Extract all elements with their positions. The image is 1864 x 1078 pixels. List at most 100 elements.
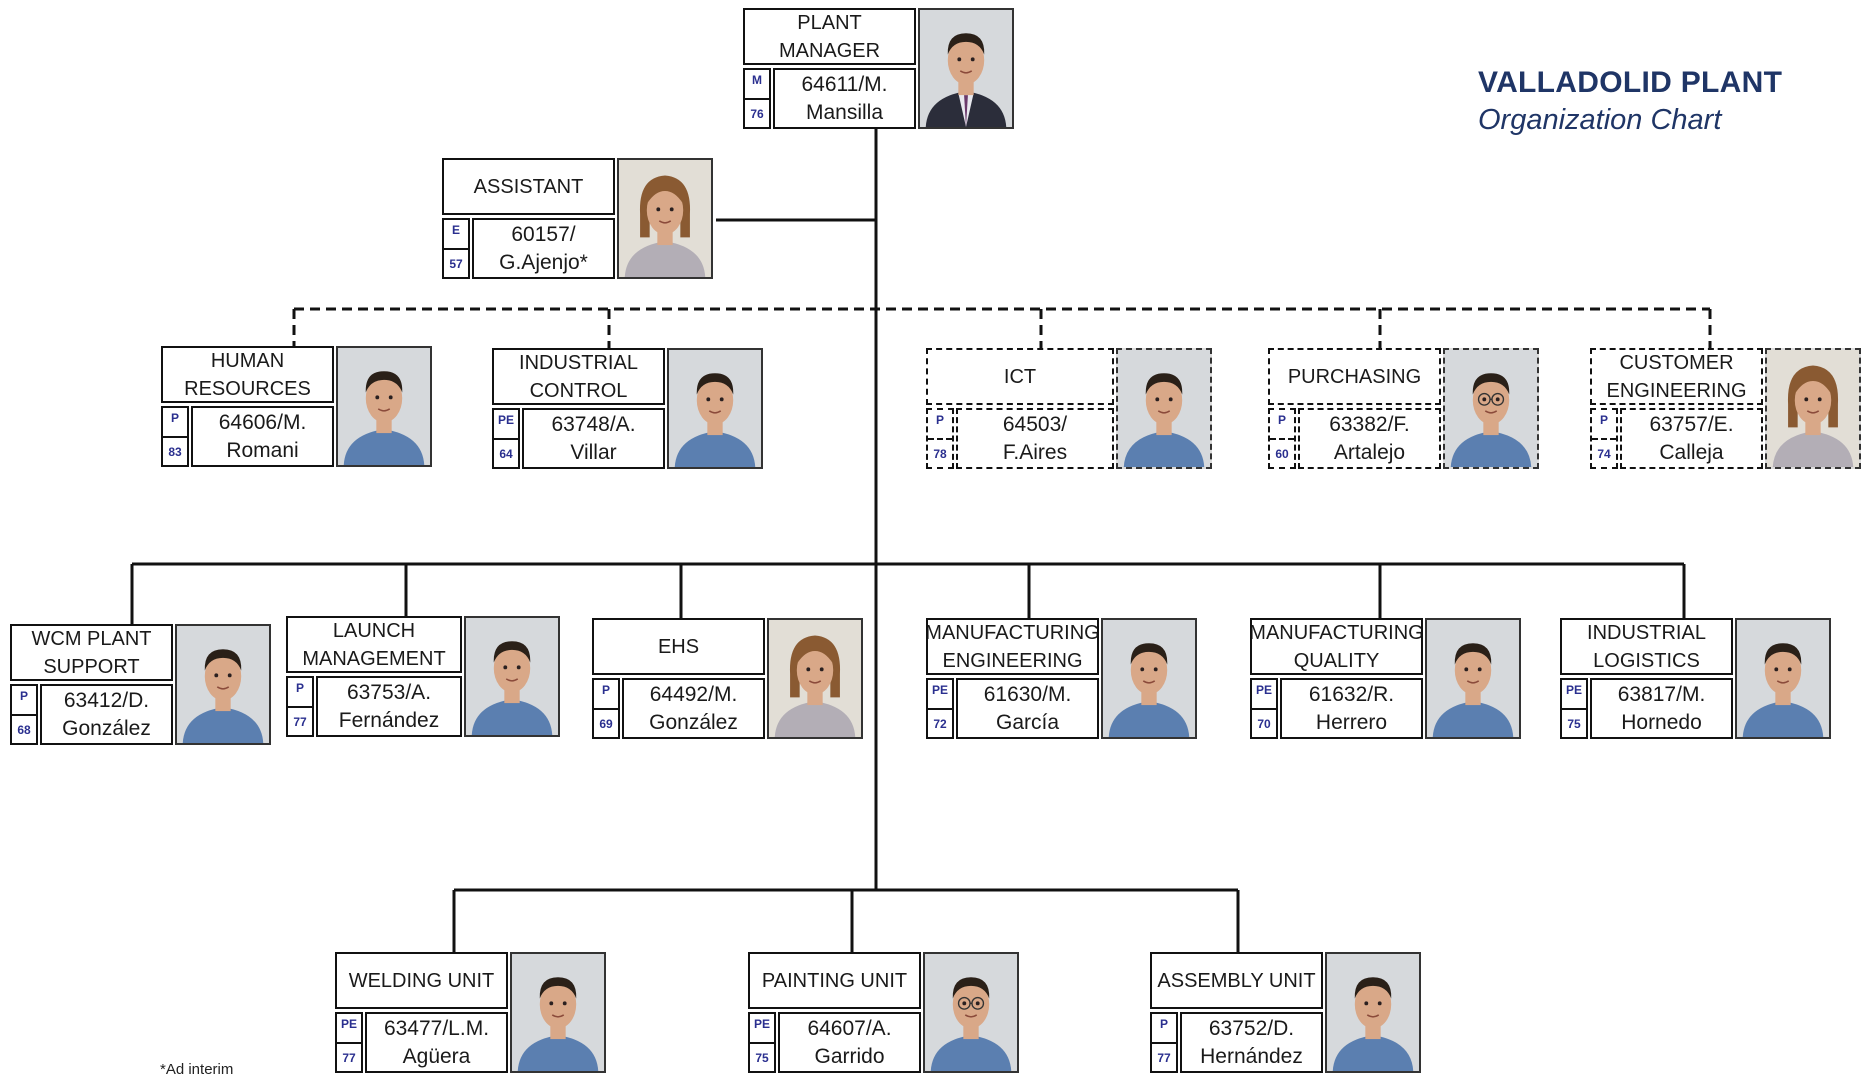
employee-name: Villar [570, 440, 617, 464]
level-code: PE [1255, 683, 1272, 697]
employee-photo [1765, 348, 1861, 469]
age-code: 77 [1152, 1042, 1176, 1071]
employee-number: 63817/M. [1617, 682, 1706, 706]
employee-id: 64503/F.Aires [956, 408, 1114, 469]
age-code: 75 [750, 1042, 774, 1071]
employee-name: Agüera [402, 1044, 471, 1068]
employee-number: 64607/A. [807, 1016, 892, 1040]
employee-id: 63817/M.Hornedo [1590, 678, 1733, 739]
employee-id: 63412/D.González [40, 684, 173, 745]
grade-badge: M 76 [743, 68, 771, 129]
employee-id: 63477/L.M.Agüera [365, 1012, 508, 1073]
node-title: ASSEMBLY UNIT [1150, 952, 1323, 1009]
employee-id: 63748/A. Villar [522, 408, 665, 469]
employee-number: 63382/F. [1329, 412, 1410, 436]
employee-photo [336, 346, 432, 467]
age-code: 57 [444, 248, 468, 277]
level-code: E [451, 223, 460, 237]
footnote: *Ad interim [160, 1061, 234, 1078]
employee-id: 63382/F.Artalejo [1298, 408, 1441, 469]
age-code: 77 [337, 1042, 361, 1071]
age-code: 83 [163, 436, 187, 465]
employee-photo [1443, 348, 1539, 469]
employee-photo [767, 618, 863, 739]
employee-name: Romani [226, 438, 299, 462]
grade-badge: P 68 [10, 684, 38, 745]
node-title: ICT [926, 348, 1114, 405]
level-code: P [601, 683, 610, 697]
age-code: 77 [288, 706, 312, 735]
employee-id: 63757/E.Calleja [1620, 408, 1763, 469]
employee-number: 61630/M. [983, 682, 1072, 706]
age-code: 78 [928, 438, 952, 467]
employee-number: 61632/R. [1308, 682, 1395, 706]
employee-id: 63753/A. Fernández [316, 676, 462, 737]
node-title: INDUSTRIAL LOGISTICS [1560, 618, 1733, 675]
level-code: PE [1565, 683, 1582, 697]
employee-number: 63752/D. [1208, 1016, 1295, 1040]
level-code: M [752, 73, 762, 87]
node-title: WELDING UNIT [335, 952, 508, 1009]
employee-number: 64606/M. [218, 410, 307, 434]
employee-number: 63412/D. [63, 688, 150, 712]
node-title: PLANT MANAGER [743, 8, 916, 65]
employee-name: Garrido [814, 1044, 885, 1068]
age-code: 64 [494, 438, 518, 467]
node-title: HUMAN RESOURCES [161, 346, 334, 403]
org-node-human-resources: HUMAN RESOURCES P 83 64606/M. Romani [161, 346, 432, 467]
level-code: PE [753, 1017, 770, 1031]
node-title: MANUFACTURING QUALITY [1250, 618, 1423, 675]
employee-name: González [649, 710, 738, 734]
employee-number: 63748/A. [551, 412, 636, 436]
age-code: 68 [12, 714, 36, 743]
age-code: 75 [1562, 708, 1586, 737]
level-code: P [19, 689, 28, 703]
employee-name: Mansilla [805, 100, 884, 124]
grade-badge: PE 77 [335, 1012, 363, 1073]
level-code: P [295, 681, 304, 695]
employee-id: 64606/M. Romani [191, 406, 334, 467]
employee-name: Herrero [1315, 710, 1388, 734]
grade-badge: PE 75 [1560, 678, 1588, 739]
age-code: 72 [928, 708, 952, 737]
employee-number: 64503/ [1002, 412, 1068, 436]
node-title: ASSISTANT [442, 158, 615, 215]
level-code: P [170, 411, 179, 425]
node-title: PAINTING UNIT [748, 952, 921, 1009]
employee-photo [617, 158, 713, 279]
employee-id: 64492/M.González [622, 678, 765, 739]
age-code: 76 [745, 98, 769, 127]
employee-photo [1425, 618, 1521, 739]
employee-number: 63753/A. [346, 680, 432, 704]
employee-photo [175, 624, 271, 745]
age-code: 74 [1592, 438, 1616, 467]
org-node-painting-unit: PAINTING UNIT PE 75 64607/A. Garrido [748, 952, 1019, 1073]
level-code: P [1599, 413, 1608, 427]
grade-badge: PE 64 [492, 408, 520, 469]
employee-photo [1101, 618, 1197, 739]
grade-badge: P 83 [161, 406, 189, 467]
level-code: P [1277, 413, 1286, 427]
node-title: CUSTOMER ENGINEERING [1590, 348, 1763, 405]
level-code: PE [340, 1017, 357, 1031]
grade-badge: P 77 [286, 676, 314, 737]
employee-number: 60157/ [511, 222, 576, 246]
level-code: PE [497, 413, 514, 427]
employee-id: 61632/R. Herrero [1280, 678, 1423, 739]
level-code: PE [931, 683, 948, 697]
age-code: 60 [1270, 438, 1294, 467]
employee-name: Fernández [338, 708, 440, 732]
employee-number: 64611/M. [801, 72, 888, 96]
employee-id: 64607/A. Garrido [778, 1012, 921, 1073]
